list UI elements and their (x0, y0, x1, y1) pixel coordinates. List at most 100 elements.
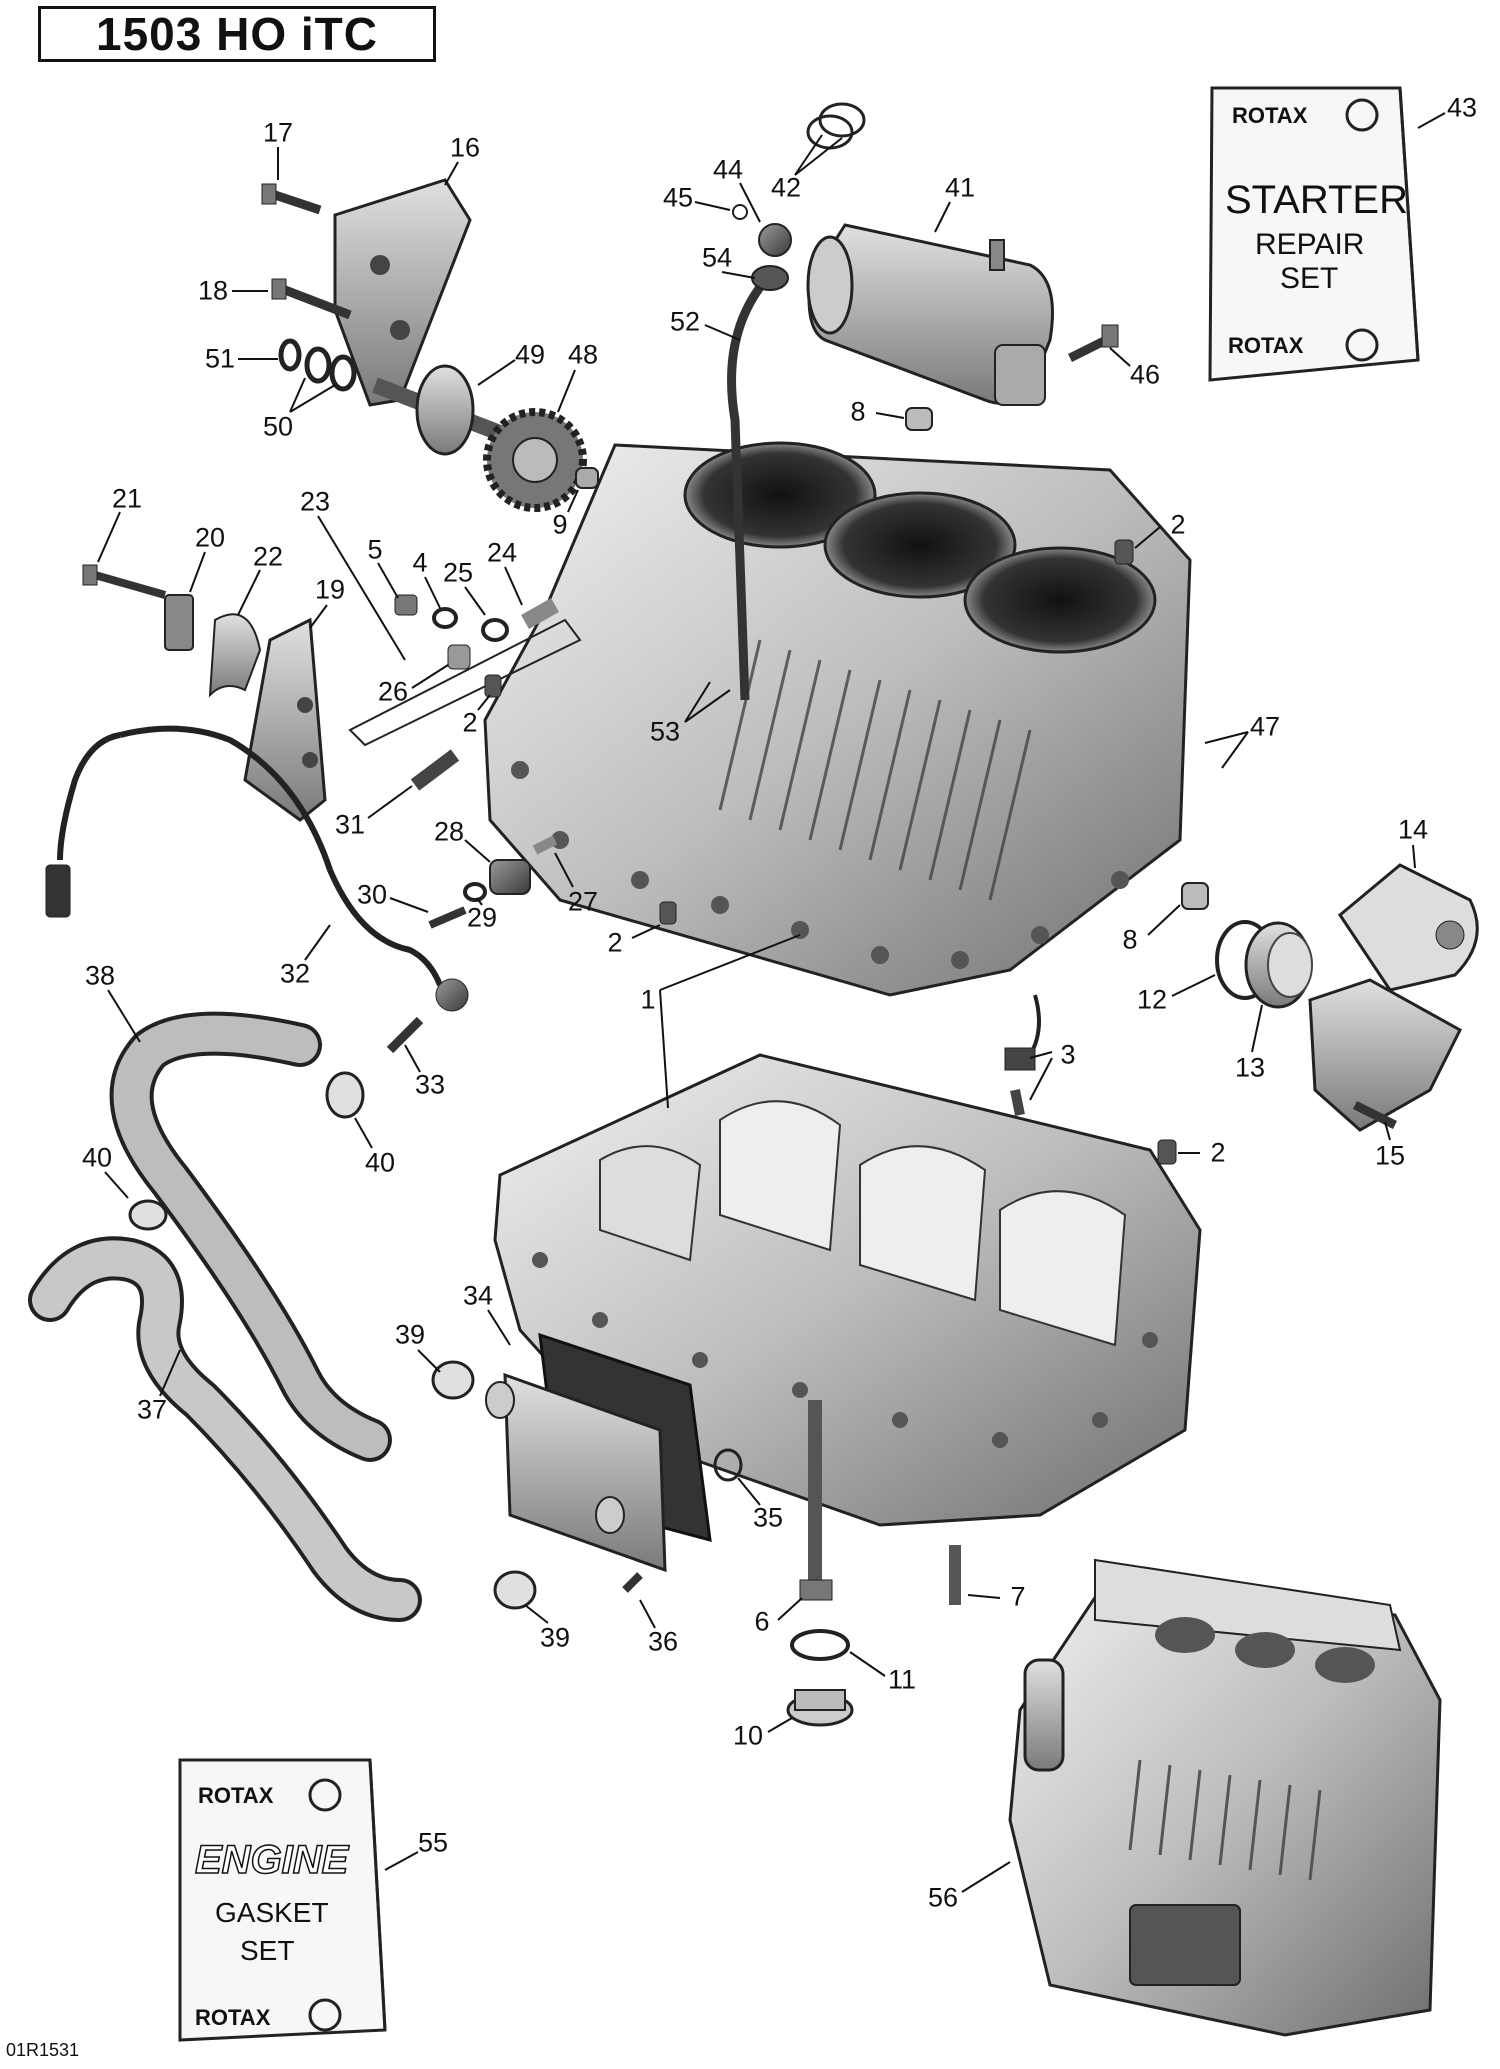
callout-2a: 2 (1170, 509, 1186, 540)
cover-13 (1244, 921, 1313, 1009)
callout-16: 16 (449, 132, 481, 163)
callout-21: 21 (111, 483, 143, 514)
starter-motor (806, 223, 1054, 406)
bolt-46 (1067, 324, 1119, 363)
starter-kit-line3: SET (1280, 262, 1339, 295)
leader-line-47-1 (1221, 731, 1249, 769)
leader-line-5 (377, 562, 399, 599)
bracket-20 (164, 594, 194, 651)
leader-line-49 (477, 359, 516, 386)
bolt-18 (271, 278, 352, 320)
plug-8-top (905, 407, 933, 431)
bolt-6 (799, 1400, 833, 1601)
callout-10: 10 (732, 1720, 764, 1751)
callout-13: 13 (1234, 1052, 1266, 1083)
leader-line-22 (237, 569, 261, 616)
callout-35: 35 (752, 1502, 784, 1533)
callout-33: 33 (414, 1069, 446, 1100)
dowel-2-a (1114, 539, 1134, 565)
callout-40a: 40 (81, 1142, 113, 1173)
leader-line-25 (464, 586, 486, 616)
callout-51: 51 (204, 343, 236, 374)
callout-18: 18 (197, 275, 229, 306)
leader-line-13 (1251, 1004, 1263, 1053)
gasket-kit-line2: GASKET (215, 1897, 329, 1928)
leader-line-7 (967, 1594, 1001, 1599)
callout-14: 14 (1397, 814, 1429, 845)
callout-8a: 8 (850, 396, 866, 427)
leader-line-43 (1417, 112, 1446, 129)
leader-line-21 (97, 511, 121, 563)
bracket-19 (243, 617, 327, 822)
callout-4: 4 (412, 547, 428, 578)
callout-27: 27 (567, 886, 599, 917)
callout-3: 3 (1060, 1039, 1076, 1070)
callout-19: 19 (314, 574, 346, 605)
drain-plug-10 (786, 1689, 854, 1727)
leader-line-2c (631, 924, 661, 939)
leader-line-3-1 (1029, 1057, 1053, 1101)
leader-line-29 (476, 897, 483, 906)
washers-50-51 (278, 338, 357, 392)
drive-gear (483, 408, 587, 512)
leader-line-53-1 (684, 689, 731, 723)
callout-43: 43 (1446, 92, 1478, 123)
callout-15: 15 (1374, 1140, 1406, 1171)
callout-25: 25 (442, 557, 474, 588)
leader-line-55 (384, 1851, 419, 1871)
bolt-17 (261, 183, 322, 215)
rotax-emblem-icon (308, 1998, 342, 2032)
bolt-33 (386, 1016, 424, 1054)
callout-1: 1 (640, 984, 656, 1015)
callout-37: 37 (136, 1394, 168, 1425)
starter-repair-kit (1208, 86, 1420, 382)
callout-39b: 39 (539, 1622, 571, 1653)
callout-55: 55 (417, 1827, 449, 1858)
leader-line-9 (567, 489, 579, 513)
hose-37 (28, 1236, 422, 1622)
bolt-30 (428, 906, 467, 929)
leader-line-15 (1384, 1121, 1391, 1141)
leader-line-44 (739, 182, 761, 223)
leader-line-41 (934, 201, 951, 233)
o-ring-35 (713, 1448, 743, 1482)
callout-44: 44 (712, 154, 744, 185)
callout-45: 45 (662, 182, 694, 213)
leader-line-6 (777, 1597, 803, 1621)
callout-2d: 2 (1210, 1137, 1226, 1168)
bolt-21 (82, 564, 167, 599)
leader-line-10 (767, 1717, 793, 1733)
leader-line-32 (304, 924, 331, 961)
valve-kit-23-26 (348, 594, 582, 747)
sensor-31 (410, 749, 460, 791)
leader-line-47 (1204, 731, 1249, 744)
leader-line-23 (317, 515, 406, 661)
washer-29 (463, 882, 487, 902)
leader-line-40a (104, 1171, 129, 1199)
leader-line-2b (477, 694, 491, 711)
leader-line-56 (961, 1861, 1011, 1893)
callout-49: 49 (514, 339, 546, 370)
leader-lines (97, 112, 1446, 1893)
diagram-title: 1503 HO iTC (38, 6, 436, 62)
leader-line-12 (1171, 974, 1216, 997)
rotax-emblem-icon (1345, 98, 1379, 132)
leader-line-50-1 (289, 384, 336, 413)
leader-line-26 (411, 664, 449, 689)
callout-52: 52 (669, 306, 701, 337)
leader-line-33 (404, 1044, 421, 1073)
diagram-code: 01R1531 (6, 2040, 80, 2060)
leader-line-16 (444, 161, 459, 186)
callout-40b: 40 (364, 1147, 396, 1178)
leader-line-52 (704, 324, 741, 341)
leader-line-39b (524, 1604, 549, 1624)
callout-36: 36 (647, 1626, 679, 1657)
leader-line-46 (1109, 347, 1131, 367)
callout-24: 24 (486, 537, 518, 568)
pin-27 (532, 835, 558, 855)
callout-50: 50 (262, 411, 294, 442)
callout-28: 28 (433, 816, 465, 847)
bolt-15 (1352, 1100, 1398, 1130)
callout-26: 26 (377, 676, 409, 707)
